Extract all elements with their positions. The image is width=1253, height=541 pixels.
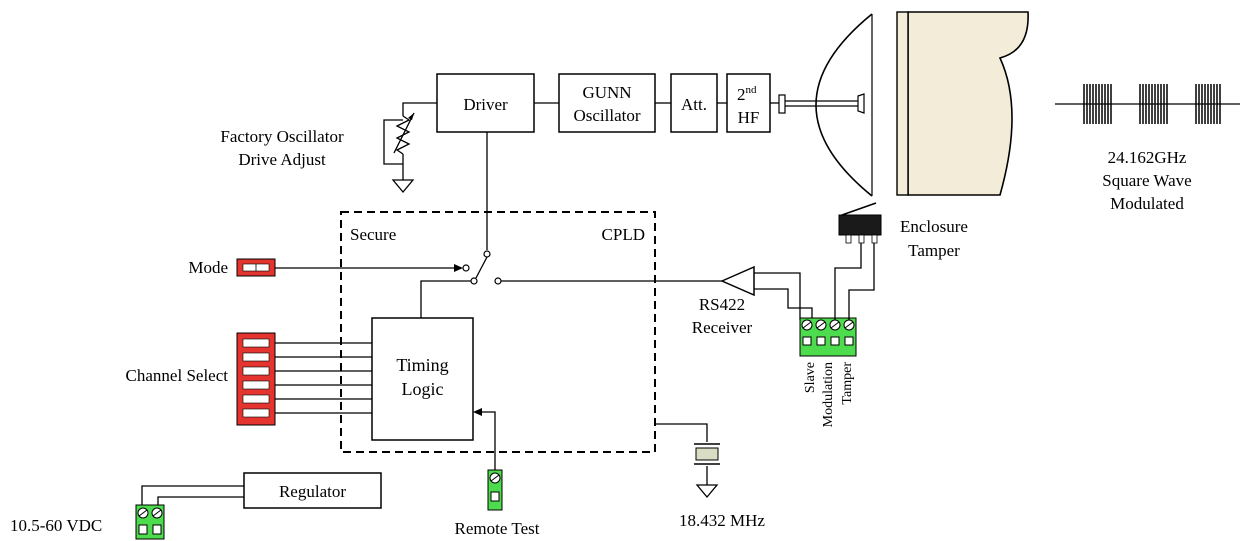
crystal-label: 18.432 MHz: [679, 511, 765, 530]
mode-arrow-head: [454, 264, 463, 272]
tamper-wire-2: [848, 243, 875, 320]
terminal-label-slave: Slave: [803, 362, 818, 393]
potentiometer-wiper-arrow: [393, 112, 415, 154]
channel-switch-slots: [242, 338, 270, 418]
dish-reflector: [815, 13, 873, 197]
enclosure-tamper-switch: Enclosure Tamper: [834, 202, 968, 320]
terminal-sockets: [802, 336, 854, 346]
rs422-receiver: RS422 Receiver: [501, 265, 813, 337]
signal-label-line2: Square Wave: [1102, 171, 1191, 190]
receiver-label-line1: RS422: [699, 295, 745, 314]
hf-superscript: nd: [746, 84, 758, 96]
slave-wire-1: [754, 272, 801, 320]
mode-switch-blade: [475, 256, 488, 279]
channel-select-label: Channel Select: [126, 366, 229, 385]
remote-test-arrow-head: [473, 408, 482, 416]
receiver-buffer-icon: [720, 265, 755, 297]
power-wire-1: [141, 485, 244, 506]
hf-base: 2: [737, 85, 746, 104]
slave-tamper-terminal-block: Slave Modulation Tamper: [799, 317, 857, 427]
cpld-region: Secure CPLD Timing Logic: [340, 132, 656, 453]
terminal-label-tamper: Tamper: [840, 362, 855, 405]
gunn-label-line1: GUNN: [582, 83, 631, 102]
pot-wiper-loop: [383, 119, 403, 165]
horn-enclosure: [896, 11, 1029, 196]
tamper-wire-1: [834, 243, 862, 320]
signal-label-line3: Modulated: [1110, 194, 1184, 213]
pot-top-wire: [402, 102, 437, 116]
driver-block: [436, 73, 535, 133]
factory-oscillator-potentiometer: Factory Oscillator Drive Adjust: [220, 102, 437, 194]
regulator-label: Regulator: [279, 482, 346, 501]
switch-terminal-slave: [494, 277, 502, 285]
timing-label-line1: Timing: [396, 355, 448, 375]
rf-chain: Driver GUNN Oscillator Att. 2nd HF: [436, 73, 781, 133]
factory-label-line1: Factory Oscillator: [220, 127, 344, 146]
tamper-switch-body: [838, 214, 882, 236]
hf-block: [726, 73, 771, 133]
cpld-boundary: [340, 211, 656, 453]
mode-dip-switch: Mode: [188, 258, 463, 277]
crystal-ground-icon: [695, 484, 719, 499]
switch-common-terminal: [483, 250, 491, 258]
hf-label-line1: 2nd: [737, 84, 757, 104]
waveform-bursts: [1083, 84, 1221, 124]
horn-body: [907, 11, 1029, 196]
channel-select-dip-switch: Channel Select: [126, 332, 372, 426]
receiver-label-line2: Receiver: [692, 318, 753, 337]
slave-wire-2: [754, 288, 813, 320]
ground-icon: [391, 179, 415, 194]
factory-label-line2: Drive Adjust: [238, 150, 326, 169]
switch-terminal-mode: [462, 264, 470, 272]
enclosure-label-line1: Enclosure: [900, 217, 968, 236]
power-wire-2: [157, 496, 244, 506]
wiper-arrow-head: [408, 113, 414, 120]
gunn-oscillator-block: [558, 73, 656, 133]
gunn-label-line2: Oscillator: [573, 106, 640, 125]
crystal-icon: [695, 447, 719, 461]
switch-terminal-timing: [470, 277, 478, 285]
signal-label-line1: 24.162GHz: [1108, 148, 1187, 167]
terminal-label-modulation: Modulation: [821, 362, 836, 427]
dish-feed-horn: [857, 93, 865, 114]
regulator-block: [243, 472, 382, 509]
attenuator-label: Att.: [681, 95, 707, 114]
remote-test-input: Remote Test: [455, 408, 540, 538]
crystal-wire-top: [655, 423, 708, 442]
tamper-switch-lever: [841, 202, 877, 216]
hf-label-line2: HF: [738, 108, 760, 127]
dish-feed-mount: [778, 94, 786, 114]
secure-label: Secure: [350, 225, 396, 244]
remote-test-wire: [478, 411, 496, 470]
dish-antenna: [778, 13, 873, 197]
timing-to-switch-wire: [420, 280, 471, 318]
power-label: 10.5-60 VDC: [10, 516, 102, 535]
terminal-screws: [801, 319, 855, 331]
power-input: Regulator 10.5-60 VDC: [10, 472, 382, 540]
attenuator-block: [670, 73, 718, 133]
mode-label: Mode: [188, 258, 228, 277]
timing-label-line2: Logic: [402, 379, 444, 399]
cpld-label: CPLD: [602, 225, 645, 244]
horn-flange: [896, 11, 909, 196]
channel-select-bus: [275, 342, 372, 414]
timing-logic-block: [371, 317, 474, 441]
driver-label: Driver: [463, 95, 508, 114]
modulated-waveform: 24.162GHz Square Wave Modulated: [1055, 84, 1240, 213]
enclosure-label-line2: Tamper: [908, 241, 960, 260]
remote-test-label: Remote Test: [455, 519, 540, 538]
crystal-oscillator: 18.432 MHz: [655, 423, 765, 530]
